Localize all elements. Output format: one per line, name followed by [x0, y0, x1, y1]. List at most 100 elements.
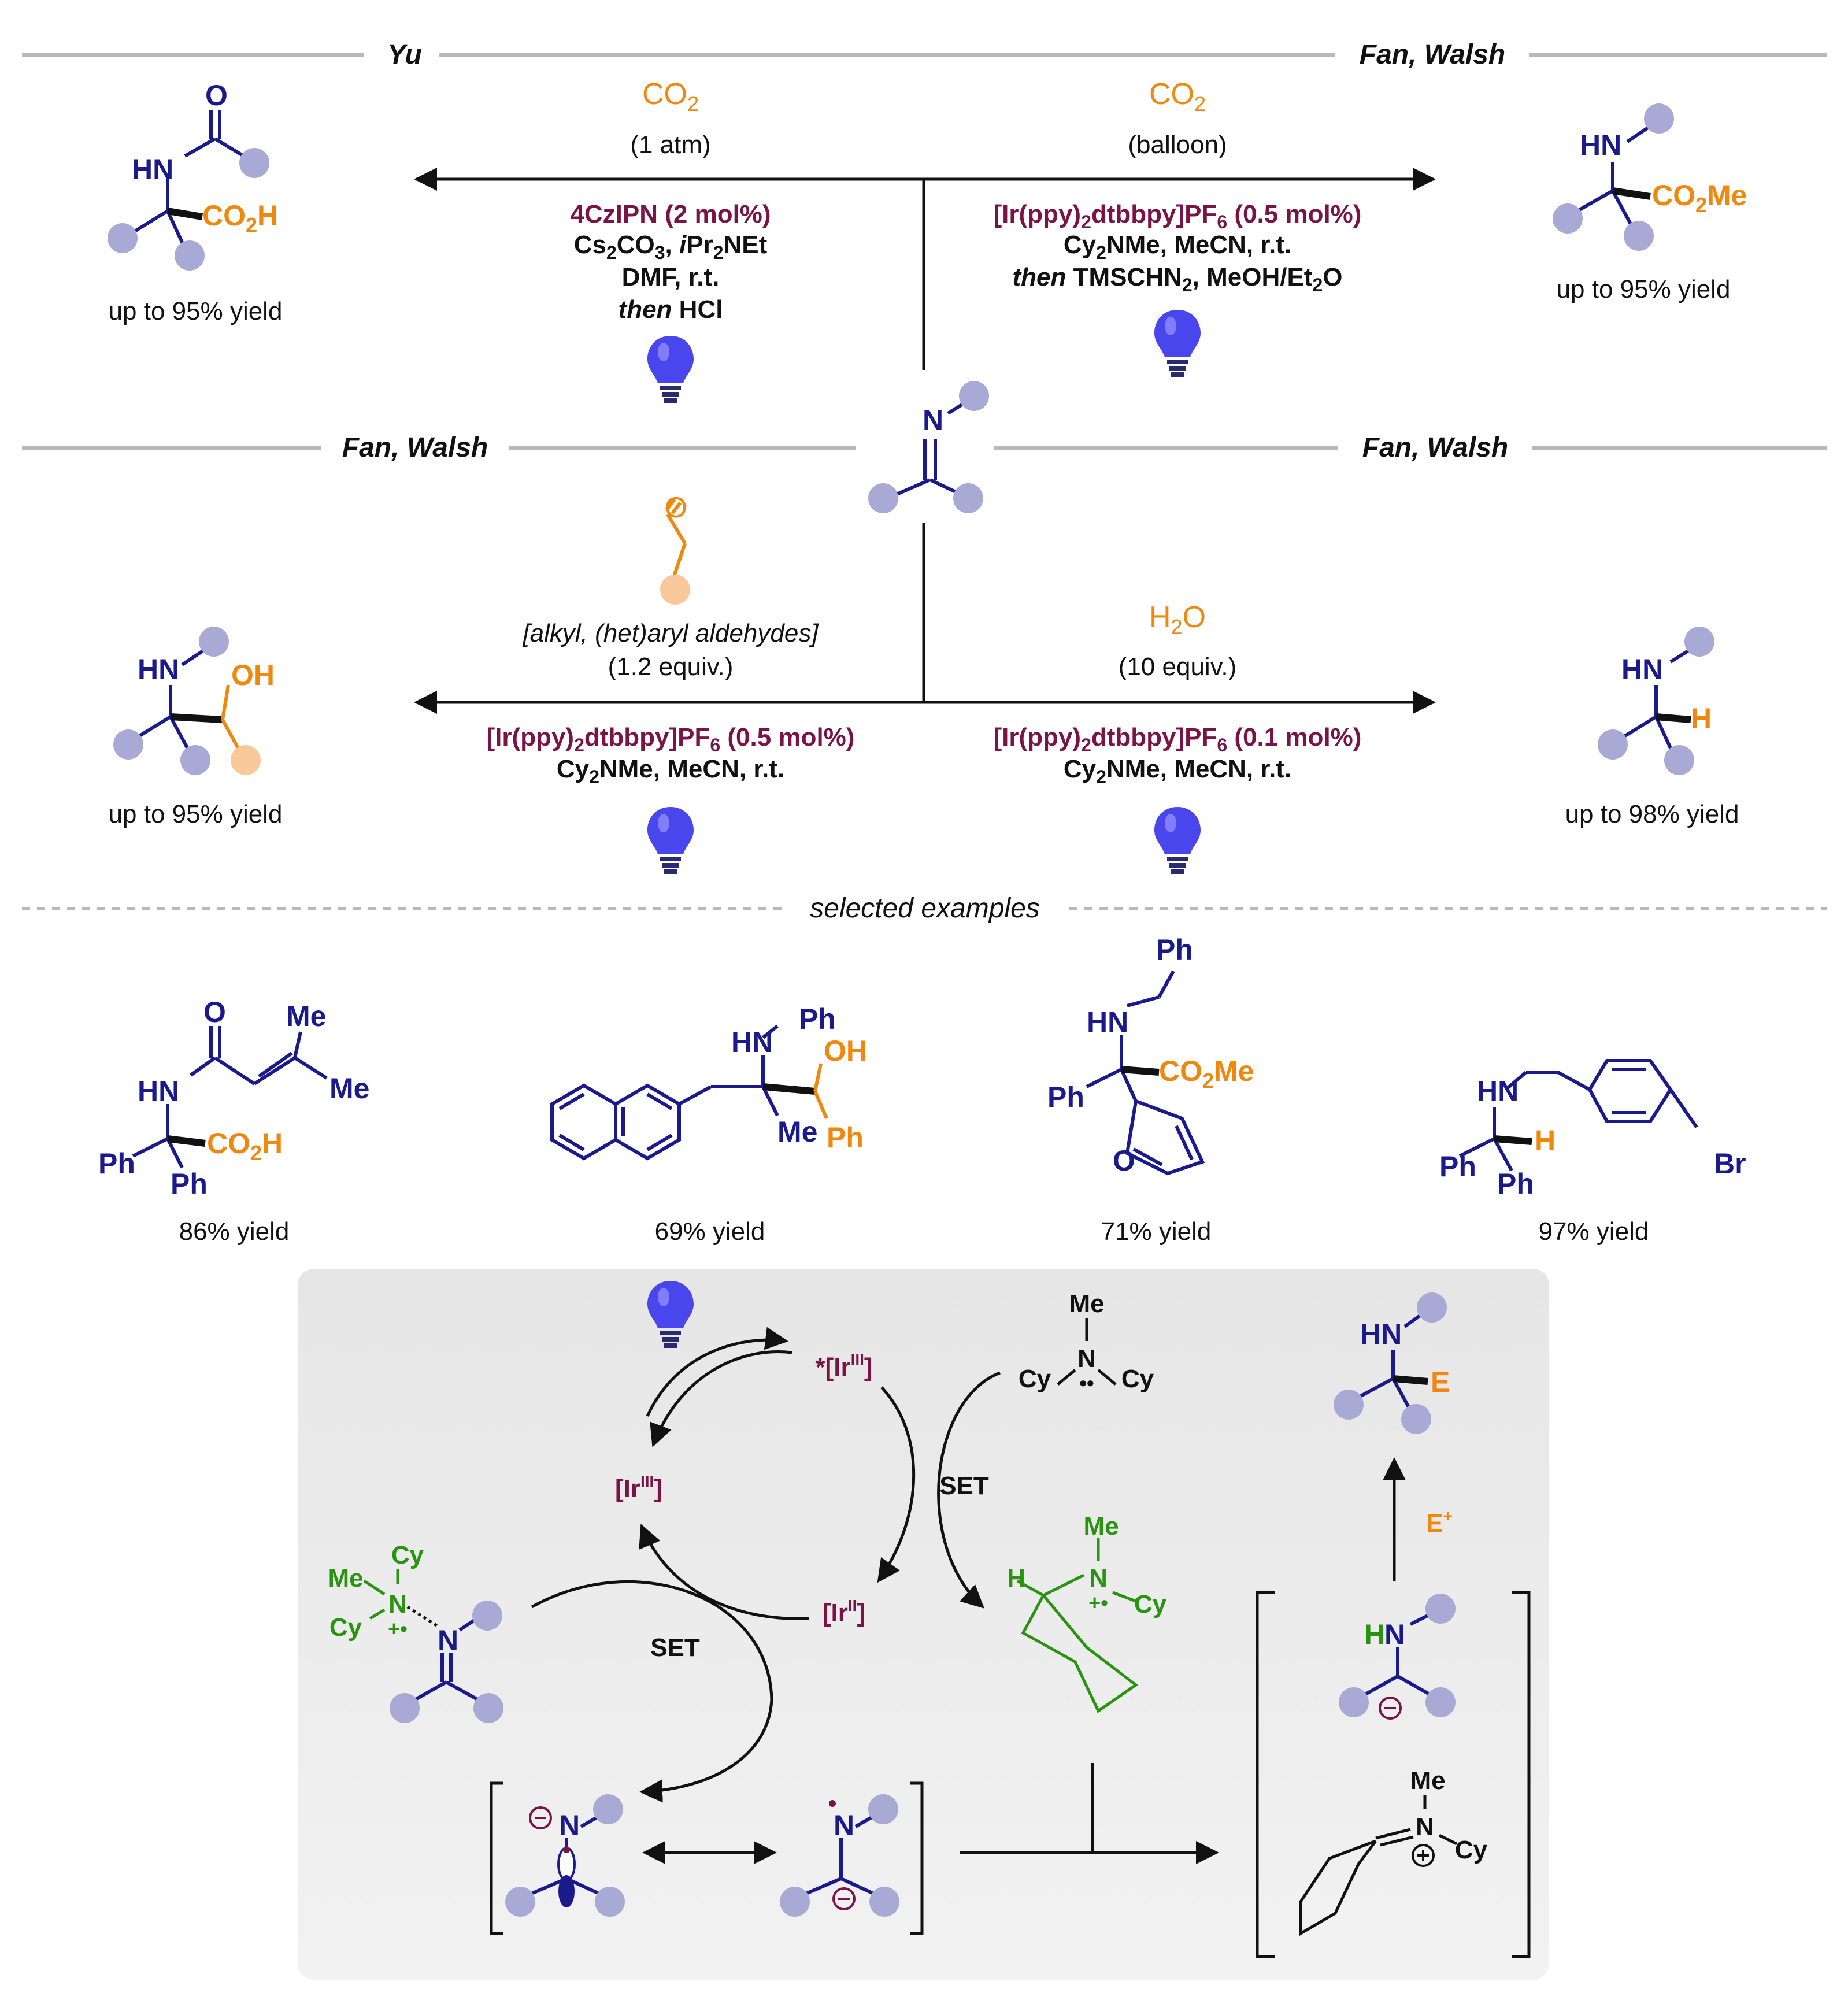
central-imine: N — [868, 381, 989, 513]
electrophile-label: E+ — [1426, 1507, 1453, 1538]
set-label-2: SET — [650, 1634, 700, 1662]
radical-anion-left: N — [505, 1794, 625, 1917]
header-lines — [22, 53, 1827, 910]
catalyst-4czipn: 4CzIPN (2 mol%) — [570, 200, 771, 228]
yield-example-3: 71% yield — [1101, 1217, 1212, 1246]
svg-text:Cy: Cy — [1134, 1590, 1167, 1618]
conditions-tr-2: Cy2NMe, MeCN, r.t. — [1064, 231, 1291, 263]
catalytic-cycle — [531, 1327, 1001, 1803]
svg-text:Me: Me — [777, 1116, 817, 1148]
co2-right-cond: (balloon) — [1128, 131, 1227, 159]
final-product: HN E — [1334, 1292, 1450, 1434]
svg-text:OH: OH — [231, 659, 275, 691]
svg-text:HN: HN — [1360, 1318, 1402, 1350]
svg-text:O: O — [205, 79, 228, 112]
svg-text:HN: HN — [1087, 1006, 1128, 1038]
yield-tl: up to 95% yield — [109, 297, 283, 325]
svg-text:Ph: Ph — [171, 1168, 208, 1200]
co2-right: CO2 — [1149, 77, 1206, 116]
svg-text:Cy: Cy — [329, 1613, 362, 1642]
aminium-radical-cation — [1016, 1538, 1139, 1713]
conditions-tl-4: then HCl — [619, 295, 723, 324]
svg-text:N: N — [1384, 1618, 1405, 1651]
amine-reductant — [1057, 1318, 1117, 1386]
svg-text:N: N — [834, 1809, 854, 1842]
yield-example-1: 86% yield — [179, 1217, 290, 1246]
svg-text:Ph: Ph — [1156, 934, 1193, 966]
conditions-tl-2: Cs2CO3, iPr2NEt — [574, 231, 768, 263]
selected-examples-label: selected examples — [810, 893, 1040, 924]
radical-anion-resonance — [490, 1781, 924, 1935]
svg-text:HN: HN — [731, 1026, 773, 1058]
water-equiv: (10 equiv.) — [1119, 653, 1237, 681]
iminium-ion: Me N Cy — [1299, 1766, 1488, 1936]
svg-text:Me: Me — [329, 1072, 369, 1105]
svg-text:Ph: Ph — [827, 1121, 864, 1154]
svg-text:Ph: Ph — [98, 1147, 135, 1180]
svg-text:H: H — [1535, 1124, 1556, 1157]
svg-text:O: O — [665, 491, 687, 524]
yield-mr: up to 98% yield — [1565, 800, 1739, 828]
svg-text:Cy: Cy — [391, 1541, 424, 1569]
ir-iii: [IrIII] — [615, 1472, 662, 1503]
example-3-structure — [1086, 970, 1205, 1176]
yield-example-2: 69% yield — [655, 1217, 765, 1246]
svg-text:HN: HN — [132, 153, 173, 186]
carbanion-intermediate: H N — [1339, 1594, 1456, 1720]
catalyst-ir-br: [Ir(ppy)2dtbbpy]PF6 (0.1 mol%) — [994, 723, 1362, 755]
svg-text:Me: Me — [1410, 1766, 1445, 1795]
example-1-structure — [132, 1026, 328, 1169]
svg-text:CO2Me: CO2Me — [1652, 179, 1747, 217]
svg-text:Cy: Cy — [1121, 1365, 1154, 1393]
svg-text:H: H — [1364, 1618, 1385, 1651]
light-bulb-icon — [647, 336, 694, 403]
example-2-structure — [550, 1024, 828, 1161]
svg-text:HN: HN — [1477, 1075, 1519, 1107]
conditions-tr-3: then TMSCHN2, MeOH/Et2O — [1013, 263, 1343, 295]
conditions-br-2: Cy2NMe, MeCN, r.t. — [1064, 755, 1291, 787]
co2-left: CO2 — [642, 77, 699, 116]
svg-text:Me: Me — [328, 1564, 363, 1592]
set-label-1: SET — [939, 1472, 989, 1500]
svg-text:CO2H: CO2H — [202, 199, 278, 237]
ir-ii: [IrII] — [823, 1597, 865, 1627]
svg-text:HN: HN — [138, 1075, 179, 1107]
svg-text:N: N — [923, 404, 943, 436]
svg-text:H: H — [1007, 1564, 1025, 1592]
svg-text:HN: HN — [1580, 129, 1621, 161]
svg-text:+•: +• — [388, 1617, 408, 1640]
header-fan-walsh-mid-right: Fan, Walsh — [1362, 432, 1509, 463]
svg-text:N: N — [1077, 1344, 1096, 1373]
svg-text:N: N — [388, 1590, 407, 1618]
svg-text:N: N — [559, 1809, 580, 1842]
reaction-arrows-top — [414, 168, 1436, 714]
catalyst-ir-bl: [Ir(ppy)2dtbbpy]PF6 (0.5 mol%) — [487, 723, 855, 755]
combination-arrow — [960, 1763, 1219, 1864]
svg-text:O: O — [203, 996, 226, 1028]
svg-text:Me: Me — [1083, 1512, 1119, 1540]
svg-text:Me: Me — [1069, 1290, 1104, 1318]
svg-text:HN: HN — [1621, 653, 1663, 686]
aldehyde-scope: [alkyl, (het)aryl aldehydes] — [522, 619, 819, 647]
svg-text:Br: Br — [1714, 1147, 1746, 1180]
svg-text:H: H — [1691, 702, 1712, 735]
light-bulb-icon — [1154, 310, 1201, 377]
header-fan-walsh-top: Fan, Walsh — [1360, 39, 1506, 70]
header-fan-walsh-mid-left: Fan, Walsh — [342, 432, 488, 463]
product-e-label: E — [1431, 1366, 1450, 1398]
radical-anion-right: N — [780, 1794, 899, 1917]
ir-excited: *[IrIII] — [815, 1351, 872, 1381]
svg-text:N: N — [438, 1624, 458, 1657]
svg-text:N: N — [1089, 1564, 1108, 1592]
svg-text:Ph: Ph — [1439, 1150, 1476, 1183]
svg-text:Cy: Cy — [1019, 1365, 1051, 1393]
aldehyde-structure: O — [660, 491, 690, 605]
example-4-structure — [1458, 1059, 1698, 1172]
svg-text:HN: HN — [138, 653, 179, 686]
light-bulb-icon — [1154, 807, 1201, 874]
svg-text:N: N — [1416, 1813, 1434, 1841]
water: H2O — [1149, 601, 1206, 639]
svg-text:Me: Me — [286, 1000, 326, 1032]
conditions-tl-3: DMF, r.t. — [622, 263, 720, 291]
ion-pair — [1256, 1591, 1531, 1958]
